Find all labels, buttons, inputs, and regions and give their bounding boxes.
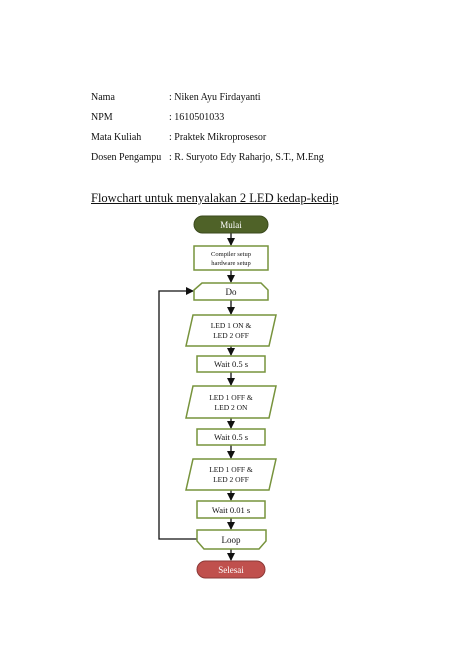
do-loop-limit [193,282,269,301]
io-led1-off-led2-on [185,385,277,419]
setup-label-line2: hardware setup [211,260,251,267]
name-label: Nama [91,92,115,103]
start-terminator [193,215,269,234]
io-led1-off-led2-off [185,458,277,491]
connectors [158,233,235,561]
end-terminator [196,560,266,579]
loop-limit [196,529,267,550]
arrow-loop-back-to-do [158,287,197,540]
io3-label-line2: LED 2 OFF [213,475,249,484]
io2-label-line2: LED 2 ON [215,403,248,412]
io1-label-line1: LED 1 ON & [211,321,252,330]
wait-process-1 [196,355,266,373]
setup-label-line1: Compiler setup [211,251,251,258]
flowchart-heading: Flowchart untuk menyalakan 2 LED kedap-k… [91,191,339,205]
npm-value: : 1610501033 [169,112,225,123]
lecturer-value: : R. Suryoto Edy Raharjo, S.T., M.Eng [169,152,324,163]
wait-process-2 [196,428,266,446]
io2-label-line1: LED 1 OFF & [209,393,253,402]
name-value: : Niken Ayu Firdayanti [169,92,261,103]
npm-label: NPM [91,112,113,123]
start-label: Mulai [220,220,242,230]
course-value: : Praktek Mikroprosesor [169,132,267,143]
lecturer-label: Dosen Pengampu [91,152,162,163]
setup-process [193,245,269,271]
io1-label-line2: LED 2 OFF [213,331,249,340]
do-label: Do [226,287,237,297]
end-label: Selesai [218,565,244,575]
wait-process-3 [196,500,266,519]
wait1-label: Wait 0.5 s [214,359,248,369]
course-label: Mata Kuliah [91,132,142,143]
io-led1-on-led2-off [185,314,277,347]
wait3-label: Wait 0.01 s [212,505,250,515]
io3-label-line1: LED 1 OFF & [209,465,253,474]
wait2-label: Wait 0.5 s [214,432,248,442]
loop-label: Loop [222,535,241,545]
